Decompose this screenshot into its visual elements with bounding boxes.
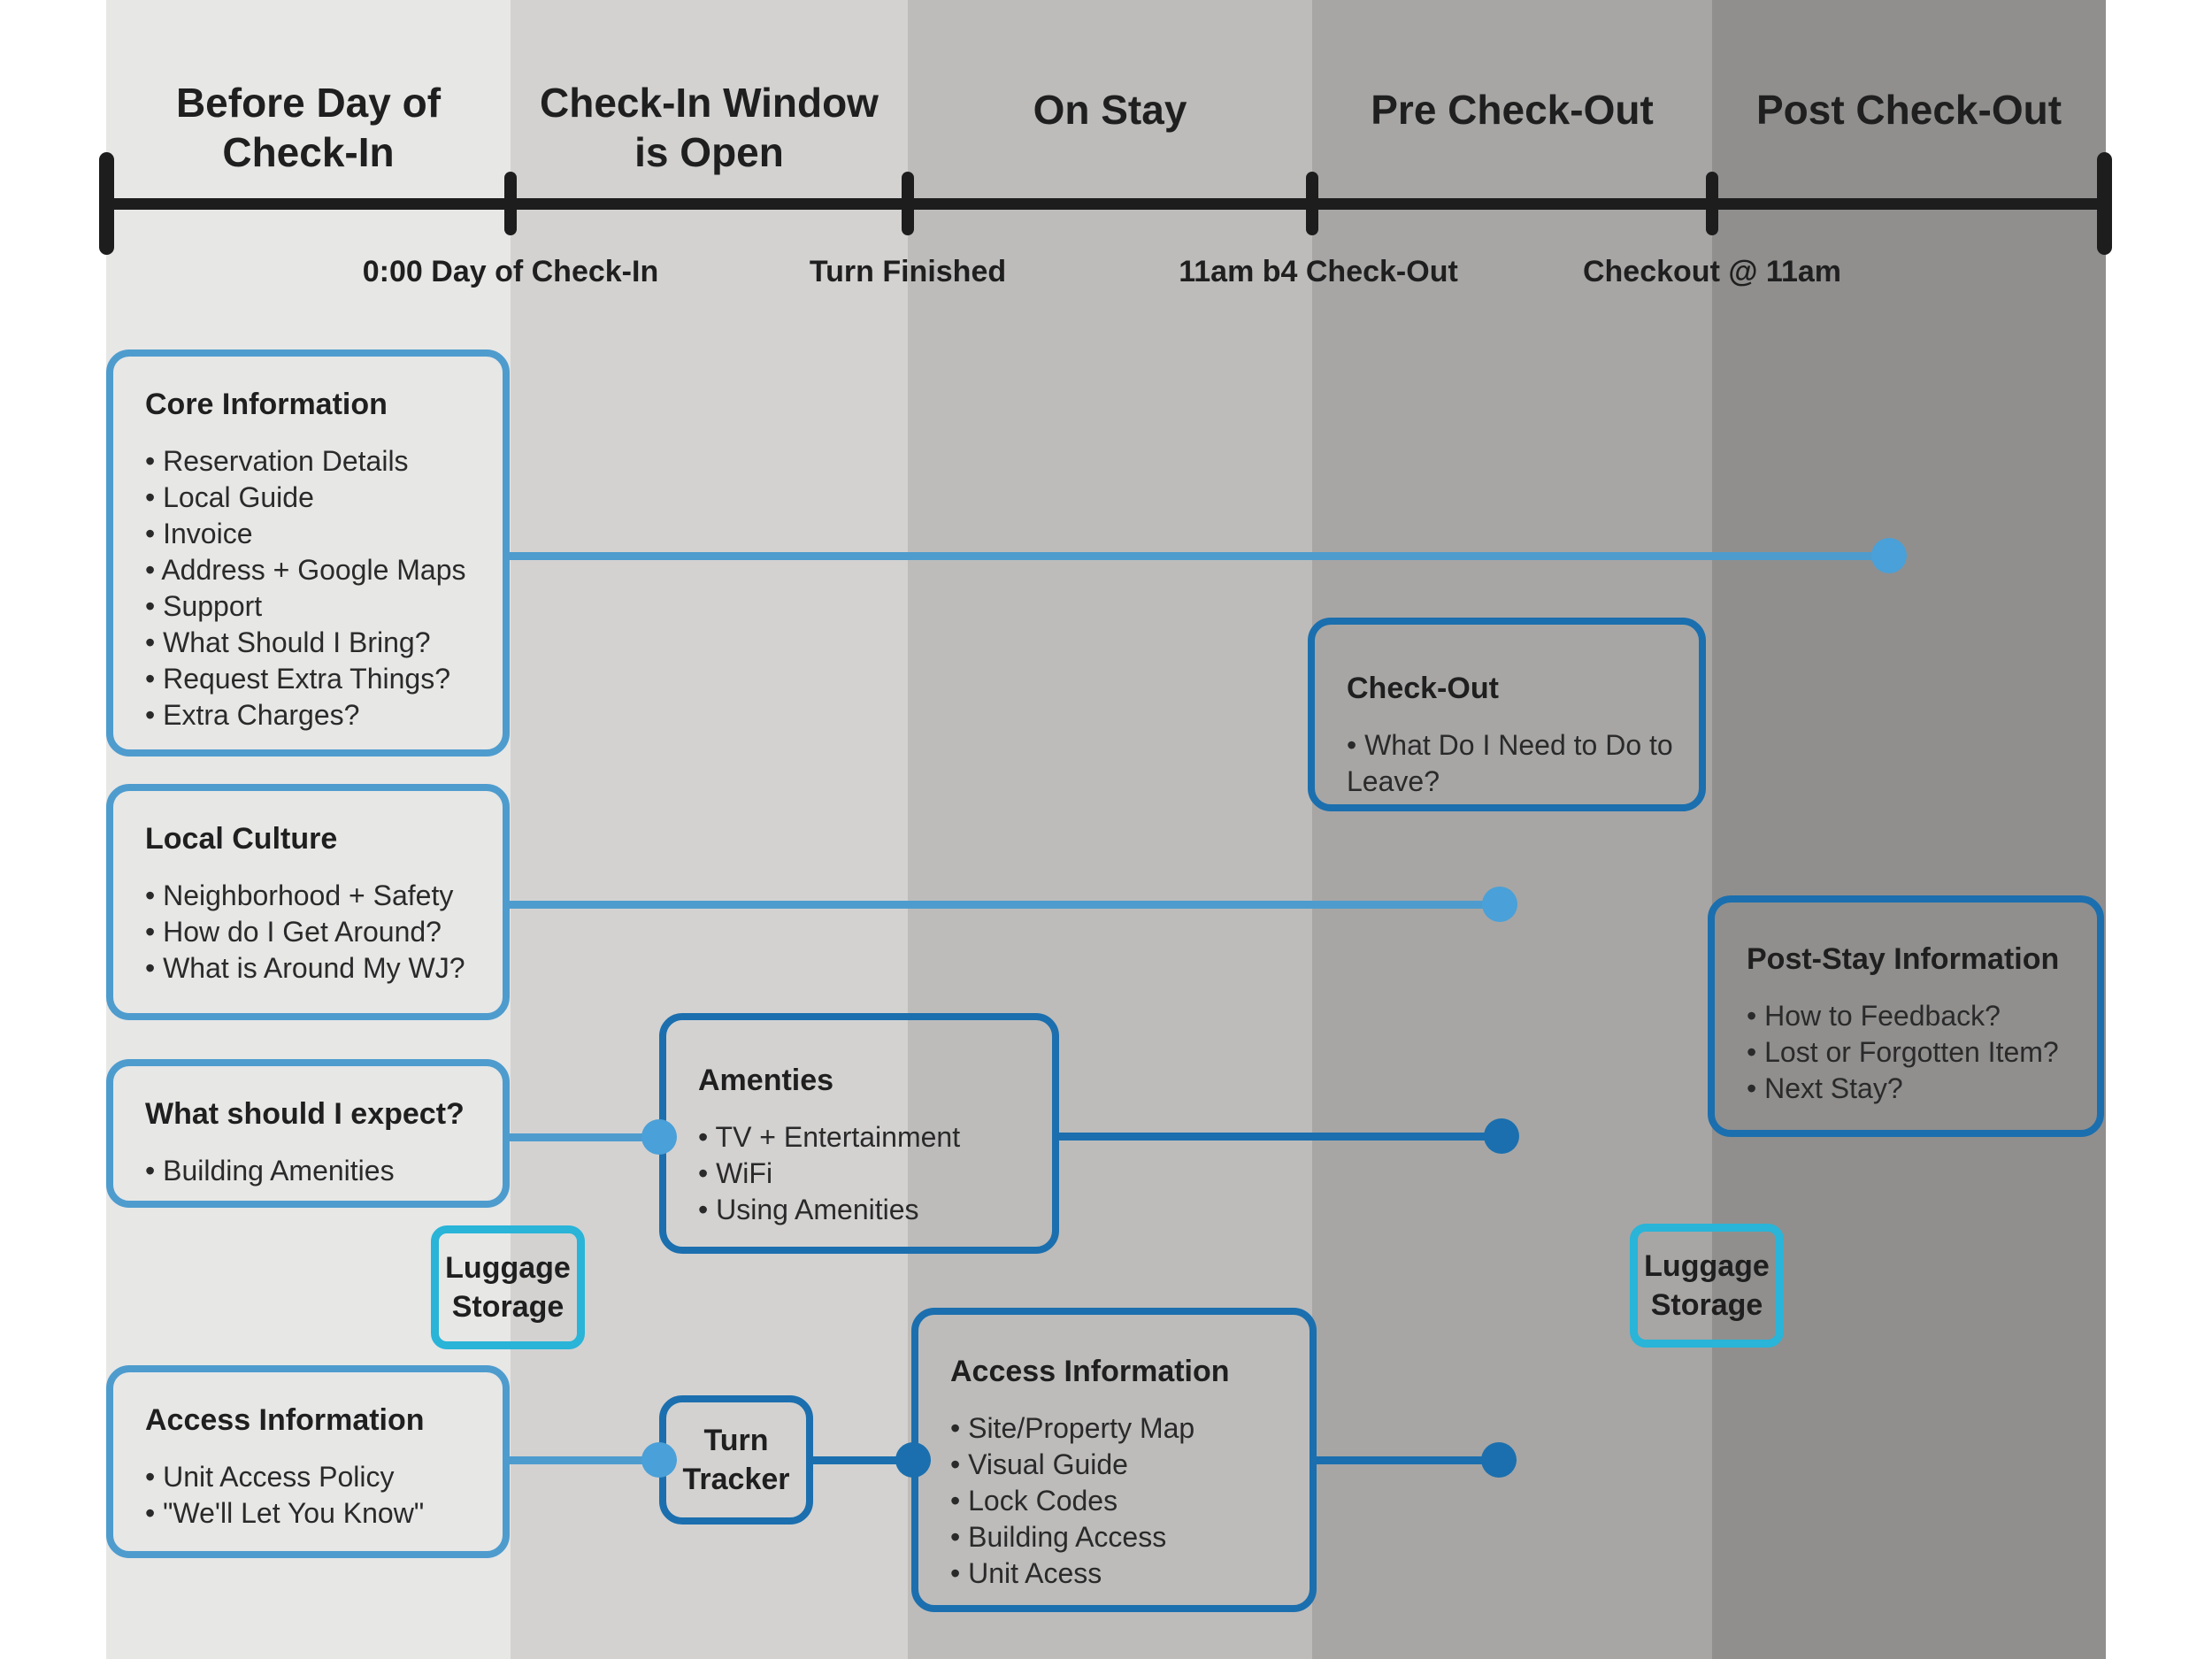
box-post-stay-information: Post-Stay Information How to Feedback?Lo… — [1708, 895, 2104, 1137]
timeline-axis — [106, 198, 2106, 210]
endpoint-dot-amenities — [1484, 1118, 1519, 1154]
milestone-checkout-11am: Checkout @ 11am — [1582, 255, 1842, 288]
box-title: Access Information — [145, 1403, 425, 1437]
timeline-tick-4 — [1706, 172, 1718, 235]
bullet-item: "We'll Let You Know" — [145, 1495, 478, 1532]
bullet-item: Using Amenities — [698, 1192, 1027, 1228]
bullet-item: Request Extra Things? — [145, 661, 478, 697]
box-access-information-mid: Access Information Site/Property MapVisu… — [911, 1308, 1317, 1612]
bullet-item: Next Stay? — [1747, 1071, 2072, 1107]
bullet-item: Neighborhood + Safety — [145, 878, 478, 914]
connector-amenities-onstay — [1055, 1133, 1502, 1141]
bullet-list: What Do I Need to Do to Leave? — [1347, 727, 1674, 800]
connector-access-onstay — [1312, 1456, 1499, 1464]
bullet-item: Reservation Details — [145, 443, 478, 480]
timeline-tick-end — [2097, 152, 2112, 255]
phase-header-post-checkout: Post Check-Out — [1755, 87, 2062, 133]
phase-column-pre-checkout — [1312, 0, 1712, 1659]
milestone-turn-finished: Turn Finished — [809, 255, 1007, 288]
bullet-list: Reservation DetailsLocal GuideInvoiceAdd… — [145, 443, 478, 733]
timeline-tick-3 — [1306, 172, 1318, 235]
bullet-item: Building Amenities — [145, 1153, 478, 1189]
box-title: Core Information — [145, 388, 388, 421]
bullet-item: Invoice — [145, 516, 478, 552]
bullet-item: WiFi — [698, 1156, 1027, 1192]
junction-dot-amenities — [641, 1119, 677, 1155]
box-luggage-storage-right: Luggage Storage — [1630, 1224, 1784, 1348]
box-local-culture: Local Culture Neighborhood + SafetyHow d… — [106, 784, 510, 1020]
box-check-out: Check-Out What Do I Need to Do to Leave? — [1308, 618, 1706, 811]
box-core-information: Core Information Reservation DetailsLoca… — [106, 349, 510, 757]
bullet-item: Site/Property Map — [950, 1410, 1285, 1447]
milestone-day-of-checkin: 0:00 Day of Check-In — [362, 255, 659, 288]
bullet-item: Lost or Forgotten Item? — [1747, 1034, 2072, 1071]
junction-dot-access-mid — [895, 1442, 931, 1478]
bullet-item: How to Feedback? — [1747, 998, 2072, 1034]
box-luggage-storage-left: Luggage Storage — [431, 1225, 585, 1349]
box-turn-tracker: Turn Tracker — [659, 1395, 813, 1525]
bullet-list: Site/Property MapVisual GuideLock CodesB… — [950, 1410, 1285, 1592]
box-title: Amenties — [698, 1064, 834, 1097]
box-title: Access Information — [950, 1355, 1230, 1388]
bullet-list: TV + EntertainmentWiFiUsing Amenities — [698, 1119, 1027, 1228]
box-title: Check-Out — [1347, 672, 1499, 705]
junction-dot-turn-tracker — [641, 1442, 677, 1478]
endpoint-dot-core-info — [1871, 538, 1907, 573]
bullet-item: Lock Codes — [950, 1483, 1285, 1519]
bullet-item: What Do I Need to Do to Leave? — [1347, 727, 1674, 800]
bullet-item: Unit Access Policy — [145, 1459, 478, 1495]
box-amenities: Amenties TV + EntertainmentWiFiUsing Ame… — [659, 1013, 1059, 1254]
bullet-item: Local Guide — [145, 480, 478, 516]
milestone-11am-b4-checkout: 11am b4 Check-Out — [1179, 255, 1458, 288]
bullet-list: How to Feedback?Lost or Forgotten Item?N… — [1747, 998, 2072, 1107]
timeline-tick-start — [99, 152, 114, 255]
box-title: Local Culture — [145, 822, 338, 856]
phase-header-checkin-window: Check-In Window is Open — [540, 80, 879, 175]
connector-local-culture — [504, 901, 1500, 909]
endpoint-dot-local-culture — [1482, 887, 1517, 922]
phase-header-on-stay: On Stay — [1033, 87, 1187, 133]
box-what-should-i-expect: What should I expect? Building Amenities — [106, 1059, 510, 1208]
box-title: What should I expect? — [145, 1097, 465, 1131]
box-title: Luggage Storage — [1644, 1249, 1770, 1322]
box-title: Post-Stay Information — [1747, 942, 2060, 976]
endpoint-dot-access-mid — [1481, 1442, 1517, 1478]
phase-header-before-checkin: Before Day of Check-In — [175, 80, 442, 175]
bullet-item: TV + Entertainment — [698, 1119, 1027, 1156]
bullet-list: Building Amenities — [145, 1153, 478, 1189]
box-title: Luggage Storage — [445, 1251, 571, 1324]
phase-column-on-stay — [908, 0, 1312, 1659]
bullet-list: Unit Access Policy"We'll Let You Know" — [145, 1459, 478, 1532]
connector-core-info — [504, 552, 1889, 560]
phase-header-pre-checkout: Pre Check-Out — [1371, 87, 1654, 133]
connector-turn-tracker-to-access — [808, 1456, 916, 1464]
bullet-list: Neighborhood + SafetyHow do I Get Around… — [145, 878, 478, 987]
phase-column-checkin-window — [511, 0, 908, 1659]
phase-column-before-checkin — [106, 0, 511, 1659]
timeline-tick-2 — [902, 172, 914, 235]
connector-access-to-turn-tracker — [504, 1456, 664, 1464]
timeline-tick-1 — [504, 172, 517, 235]
phase-column-post-checkout — [1712, 0, 2106, 1659]
bullet-item: Visual Guide — [950, 1447, 1285, 1483]
bullet-item: What is Around My WJ? — [145, 950, 478, 987]
bullet-item: Support — [145, 588, 478, 625]
bullet-item: How do I Get Around? — [145, 914, 478, 950]
bullet-item: Unit Acess — [950, 1555, 1285, 1592]
bullet-item: Building Access — [950, 1519, 1285, 1555]
bullet-item: Address + Google Maps — [145, 552, 478, 588]
box-access-information-left: Access Information Unit Access Policy"We… — [106, 1365, 510, 1558]
bullet-item: Extra Charges? — [145, 697, 478, 733]
box-title: Turn Tracker — [682, 1424, 790, 1496]
connector-expect-to-amenities — [504, 1133, 664, 1141]
bullet-item: What Should I Bring? — [145, 625, 478, 661]
